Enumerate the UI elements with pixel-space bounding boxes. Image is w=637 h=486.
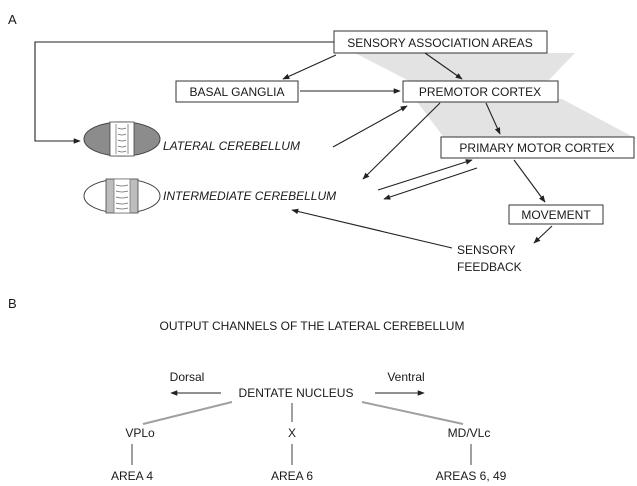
basal-ganglia-box — [175, 80, 299, 103]
premotor-cortex-label: PREMOTOR CORTEX — [419, 85, 541, 99]
shaded-projection-lower — [415, 99, 637, 139]
lateral-cerebellum-icon — [83, 121, 161, 157]
shaded-projection-upper — [355, 53, 575, 84]
arrow-premotor-to-intermediate-cerebellum — [362, 102, 441, 180]
primary-motor-cortex-box — [440, 136, 635, 159]
branch-to-vplo — [142, 401, 233, 425]
dentate-nucleus-label: DENTATE NUCLEUS — [239, 386, 354, 400]
target-area-4: AREA 4 — [111, 469, 153, 483]
arrow-premotor-to-primary-motor — [485, 102, 501, 135]
movement-label: MOVEMENT — [521, 208, 591, 222]
arrow-primary-motor-to-intermediate — [383, 167, 478, 200]
ventral-label: Ventral — [387, 370, 424, 384]
panel-a-letter: A — [8, 12, 17, 27]
intermediate-cerebellum-icon — [83, 178, 161, 214]
relay-mdvlc: MD/VLc — [448, 426, 491, 440]
intermediate-cerebellum-label: INTERMEDIATE CEREBELLUM — [163, 189, 336, 203]
relay-x: X — [288, 426, 296, 440]
dorsal-label: Dorsal — [170, 370, 205, 384]
target-areas-6-49: AREAS 6, 49 — [436, 469, 507, 483]
arrow-sensory-to-lateral-cerebellum — [34, 41, 334, 144]
arrow-sensory-feedback-to-intermediate — [291, 208, 453, 249]
movement-box — [508, 204, 604, 225]
panel-b-title: OUTPUT CHANNELS OF THE LATERAL CEREBELLU… — [160, 319, 465, 333]
arrow-primary-motor-to-movement — [513, 159, 546, 203]
basal-ganglia-label: BASAL GANGLIA — [190, 85, 285, 99]
arrow-intermediate-to-primary-motor — [377, 159, 473, 191]
arrow-movement-to-sensory-feedback — [533, 225, 553, 244]
target-area-6: AREA 6 — [271, 469, 313, 483]
panel-b-letter: B — [8, 296, 17, 311]
premotor-cortex-box — [402, 80, 559, 103]
sensory-association-label: SENSORY ASSOCIATION AREAS — [347, 36, 532, 50]
arrow-sensory-to-premotor — [424, 52, 463, 80]
relay-vplo: VPLo — [125, 426, 155, 440]
arrow-sensory-to-basal-ganglia — [282, 54, 337, 80]
lateral-cerebellum-label: LATERAL CEREBELLUM — [163, 139, 300, 153]
sensory-feedback-label-line2: FEEDBACK — [457, 260, 522, 274]
primary-motor-cortex-label: PRIMARY MOTOR CORTEX — [459, 141, 614, 155]
arrow-lateral-cerebellum-to-premotor — [332, 105, 408, 148]
sensory-feedback-label-line1: SENSORY — [457, 243, 515, 257]
branch-to-mdvlc — [361, 401, 464, 425]
